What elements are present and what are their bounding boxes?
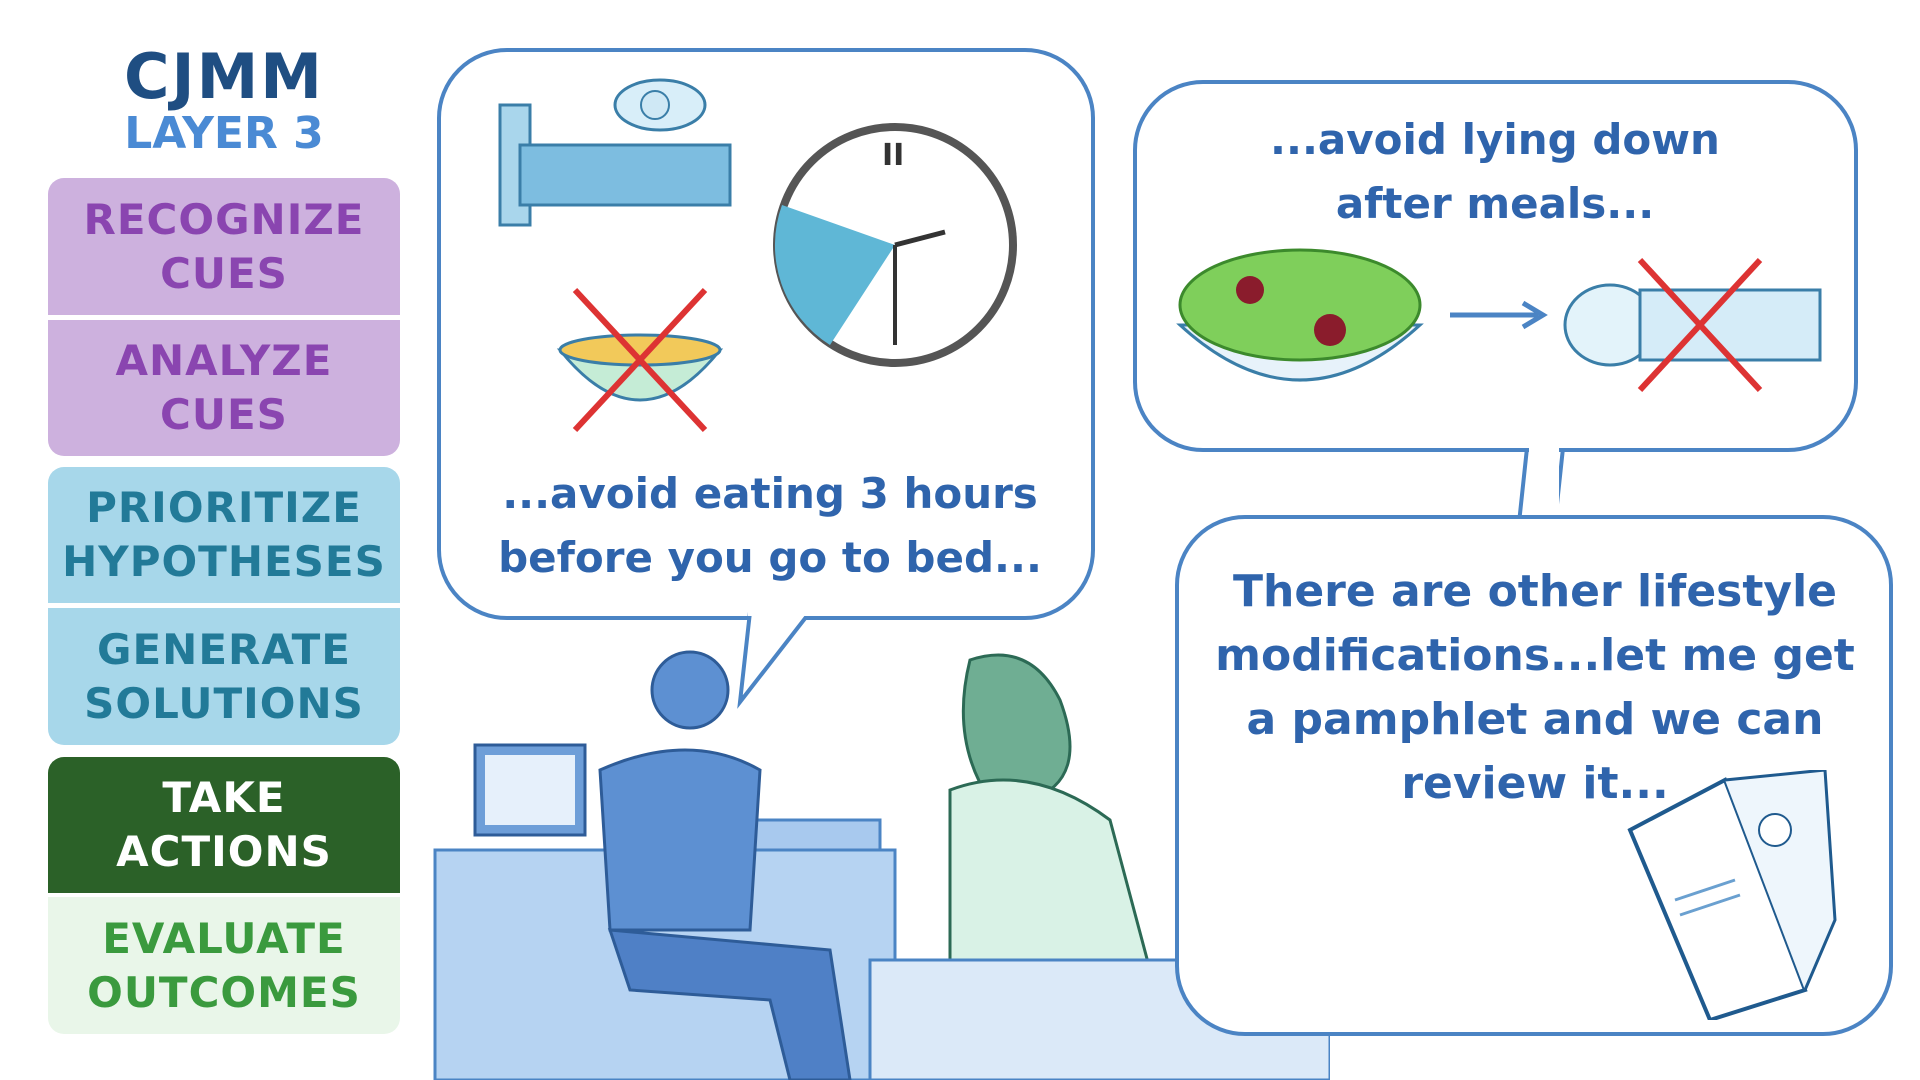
nurse-body [598,748,762,932]
bubble-connector [1517,448,1565,523]
cjmm-title: CJMM [124,40,324,113]
arrow-right-icon [1450,300,1548,330]
step-analyze-cues: ANALYZE CUES [48,320,400,456]
clock-icon: II [773,123,1017,367]
crossed-soup-icon [556,287,724,433]
bubble-tail [737,612,812,709]
step-recognize-cues: RECOGNIZE CUES [48,178,400,315]
step-generate-solutions: GENERATE SOLUTIONS [48,608,400,745]
patient-head [961,653,1072,802]
crossed-lying-down-icon [1563,257,1822,393]
step-evaluate-outcomes: EVALUATE OUTCOMES [48,897,400,1034]
svg-text:II: II [882,138,904,173]
step-take-actions: TAKE ACTIONS [48,757,400,893]
layer-subtitle: LAYER 3 [124,108,324,159]
eating-advice-text: ...avoid eating 3 hours before you go to… [498,469,1042,582]
speech-bubble-eating [437,48,1095,620]
salad-icon [1176,248,1424,382]
pamphlet-icon [1627,770,1837,1020]
bed-icon [498,78,732,227]
nurse-head [650,650,730,730]
lying-advice-text: ...avoid lying down after meals... [1270,115,1720,228]
step-prioritize-hypotheses: PRIORITIZE HYPOTHESES [48,467,400,603]
patient-body [948,778,1152,992]
pamphlet-text: There are other lifestyle modifications.… [1215,566,1855,809]
